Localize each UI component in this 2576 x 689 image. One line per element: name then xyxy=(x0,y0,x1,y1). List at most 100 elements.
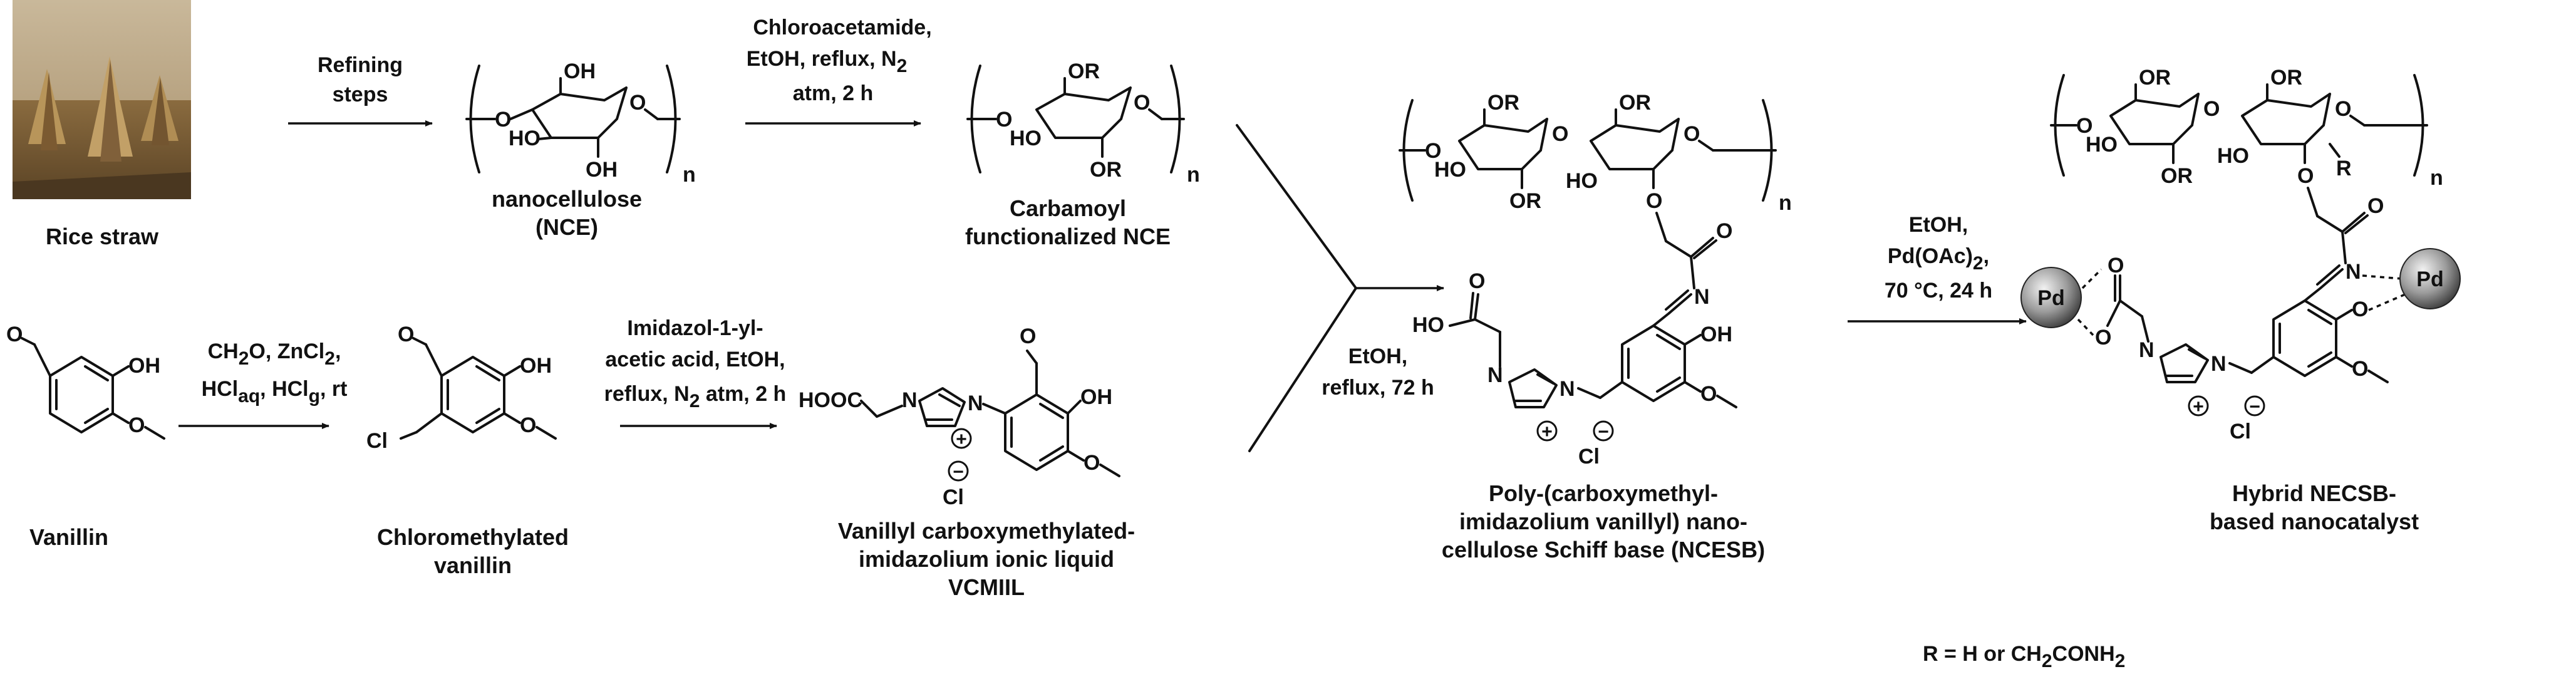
svg-text:OR: OR xyxy=(1619,91,1651,115)
svg-text:Pd: Pd xyxy=(2037,286,2064,310)
vcmiil-label-2: imidazolium ionic liquid xyxy=(859,546,1114,572)
svg-text:HO: HO xyxy=(2086,133,2118,157)
svg-text:n: n xyxy=(2430,166,2443,190)
hybrid-label: Hybrid NECSB- xyxy=(2232,480,2396,506)
rice-straw-label: Rice straw xyxy=(46,224,159,249)
svg-text:Cl: Cl xyxy=(2230,420,2251,443)
svg-text:O: O xyxy=(2335,97,2351,121)
carbamoyl-label: Carbamoyl xyxy=(1010,195,1126,221)
svg-text:Cl: Cl xyxy=(1578,445,1600,469)
svg-text:Cl: Cl xyxy=(943,485,964,509)
palladium-sphere-icon: Pd xyxy=(2020,267,2082,328)
svg-text:OH: OH xyxy=(564,60,596,83)
svg-text:N: N xyxy=(902,388,918,412)
svg-text:O: O xyxy=(1716,219,1732,243)
vanillin-structure: O OH O xyxy=(6,323,165,440)
vcmiil-structure: HOOC N N + O OH O − Cl xyxy=(799,324,1120,509)
svg-text:O: O xyxy=(1469,269,1485,293)
nanocellulose-structure: O OH HO OH O n xyxy=(465,60,696,187)
svg-text:OH: OH xyxy=(1080,385,1112,409)
svg-text:OH: OH xyxy=(1700,323,1732,346)
ncesb-label-2: imidazolium vanillyl) nano- xyxy=(1459,509,1747,534)
svg-text:O: O xyxy=(2297,164,2314,188)
svg-text:OH: OH xyxy=(520,354,552,378)
svg-text:+: + xyxy=(956,429,967,450)
svg-text:OR: OR xyxy=(1509,189,1541,213)
svg-text:N: N xyxy=(2211,352,2227,376)
svg-text:N: N xyxy=(2346,260,2361,284)
svg-text:O: O xyxy=(495,108,511,132)
pdoac2-label: Pd(OAc)2, xyxy=(1888,244,1989,274)
svg-text:n: n xyxy=(683,163,696,187)
svg-text:HO: HO xyxy=(2217,144,2249,168)
svg-text:N: N xyxy=(1560,377,1575,401)
svg-text:O: O xyxy=(1700,382,1717,406)
vcmiil-label-3: VCMIIL xyxy=(948,574,1025,600)
svg-text:O: O xyxy=(2352,357,2368,381)
vcmiil-label: Vanillyl carboxymethylated- xyxy=(838,518,1135,544)
refining-label: Refining xyxy=(318,53,403,77)
vanillin-label: Vanillin xyxy=(29,524,108,550)
nanocellulose-label: nanocellulose xyxy=(492,186,642,212)
hcl-label: HClaq, HClg, rt xyxy=(202,377,348,407)
carbamoyl-label-2: functionalized NCE xyxy=(965,224,1171,249)
svg-text:OR: OR xyxy=(2139,66,2171,90)
reflux-n2-label: reflux, N2 atm, 2 h xyxy=(604,382,787,412)
svg-text:O: O xyxy=(1646,189,1662,213)
svg-text:O: O xyxy=(1020,324,1036,348)
chloromethylated-label-2: vanillin xyxy=(434,552,512,578)
svg-text:O: O xyxy=(1134,91,1150,115)
palladium-sphere-icon-2: Pd xyxy=(2399,248,2461,309)
ch2o-zncl2-label: CH2O, ZnCl2, xyxy=(208,339,341,369)
svg-text:O: O xyxy=(996,108,1012,132)
svg-text:−: − xyxy=(2249,396,2260,417)
svg-text:O: O xyxy=(2076,114,2092,138)
svg-text:O: O xyxy=(1084,451,1100,475)
imidazolylacetic-label: Imidazol-1-yl- xyxy=(627,316,763,340)
svg-text:+: + xyxy=(1541,422,1553,442)
ncesb-structure: O OR HO OR O OR HO O O n O N OH O xyxy=(1399,91,1792,469)
steps-label: steps xyxy=(333,83,388,106)
svg-text:Pd: Pd xyxy=(2416,267,2443,291)
svg-text:+: + xyxy=(2193,396,2204,417)
svg-text:OR: OR xyxy=(1487,91,1519,115)
converge-line-bottom xyxy=(1248,287,1357,452)
svg-text:N: N xyxy=(1694,285,1710,309)
converge-line-top xyxy=(1236,124,1357,289)
rice-straw-photo-icon xyxy=(13,0,191,199)
svg-text:−: − xyxy=(953,462,964,482)
svg-text:HO: HO xyxy=(1010,127,1042,150)
nce-abbr-label: (NCE) xyxy=(535,214,598,240)
svg-text:N: N xyxy=(2139,338,2154,362)
temp-time-label: 70 °C, 24 h xyxy=(1885,279,1992,303)
chloromethylated-vanillin-structure: O OH O Cl xyxy=(366,323,557,453)
svg-text:HOOC: HOOC xyxy=(799,388,862,412)
svg-text:O: O xyxy=(2108,254,2124,277)
svg-text:O: O xyxy=(2203,97,2220,121)
svg-text:OH: OH xyxy=(128,354,160,378)
svg-text:OR: OR xyxy=(2270,66,2302,90)
svg-text:O: O xyxy=(1425,139,1441,163)
carbamoyl-nce-structure: O OR HO OR O n xyxy=(966,60,1200,187)
svg-text:OR: OR xyxy=(1090,158,1122,182)
svg-text:O: O xyxy=(2352,298,2368,321)
svg-text:O: O xyxy=(1684,122,1700,146)
etoh-label-5: EtOH, xyxy=(1348,344,1407,368)
chloromethylated-label: Chloromethylated xyxy=(377,524,569,550)
svg-text:O: O xyxy=(6,323,23,346)
svg-text:O: O xyxy=(2367,194,2384,218)
svg-text:R: R xyxy=(2336,157,2352,180)
ncesb-label-3: cellulose Schiff base (NCESB) xyxy=(1442,537,1765,562)
reflux-72h-label: reflux, 72 h xyxy=(1322,376,1434,400)
svg-text:N: N xyxy=(968,391,983,415)
svg-text:O: O xyxy=(398,323,414,346)
acetic-acid-label: acetic acid, EtOH, xyxy=(605,348,785,371)
chloroacetamide-label: Chloroacetamide, xyxy=(753,16,931,39)
svg-text:HO: HO xyxy=(1566,169,1598,193)
svg-text:HO: HO xyxy=(509,127,541,150)
svg-text:HO: HO xyxy=(1412,313,1444,337)
r-definition-label: R = H or CH2CONH2 xyxy=(1923,642,2125,671)
etoh-reflux-label: EtOH, reflux, N2 xyxy=(747,47,908,76)
svg-text:OR: OR xyxy=(1068,60,1100,83)
